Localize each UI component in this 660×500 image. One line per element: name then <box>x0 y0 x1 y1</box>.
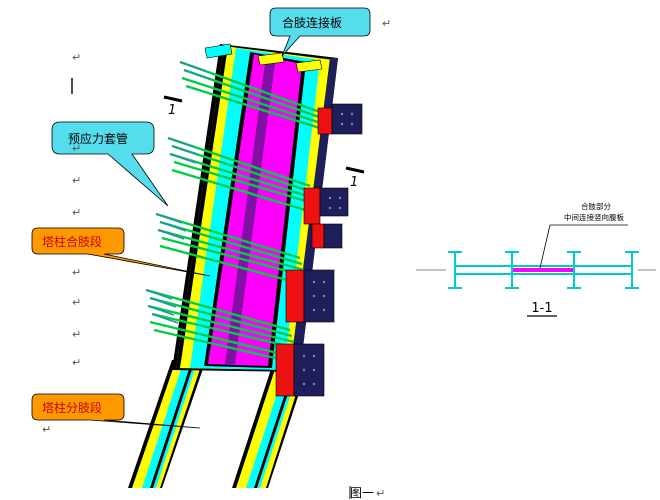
section-1-1-drawing: 合肢部分 中间连接竖向腹板 1-1 <box>416 201 656 317</box>
paragraph-marks: ↵ ↵ ↵ ↵ ↵ ↵ ↵ ↵ ↵ ↵ <box>42 17 391 436</box>
cut-mark-label-right: 1 <box>350 175 358 190</box>
section-cut-mark-right: 1 <box>345 166 365 190</box>
svg-text:↵: ↵ <box>72 174 81 187</box>
svg-text:↵: ↵ <box>72 296 81 309</box>
paragraph-mark: ↵ <box>376 487 385 500</box>
callout-merged-segment-text: 塔柱合肢段 <box>42 234 102 249</box>
callout-connection-plate-text: 合肢连接板 <box>282 15 342 30</box>
anchorage-block-2 <box>303 187 349 249</box>
section-cut-mark-left: 1 <box>163 95 183 118</box>
duct-sleeve-ends <box>145 61 211 324</box>
section-title: 1-1 <box>531 301 552 316</box>
tower-model <box>128 43 363 488</box>
prestress-duct-bundle-3 <box>155 212 307 286</box>
anchorage-block-4 <box>275 343 325 397</box>
section-i-beam-4 <box>625 251 639 289</box>
anchorage-block-1 <box>317 103 363 135</box>
figure-caption: 图一 <box>350 486 374 500</box>
section-i-beam-2 <box>505 251 519 289</box>
svg-text:↵: ↵ <box>72 356 81 369</box>
callout-connection-plate: 合肢连接板 <box>269 7 371 57</box>
anchorage-block-3 <box>285 269 335 323</box>
svg-text:↵: ↵ <box>72 142 81 155</box>
svg-text:↵: ↵ <box>72 206 81 219</box>
callout-prestress-duct: 预应力套管 <box>51 121 169 207</box>
upper-diaphragm-plates <box>204 43 323 73</box>
cut-mark-label-left: 1 <box>168 103 176 118</box>
svg-text:↵: ↵ <box>72 51 81 64</box>
section-i-beam-1 <box>448 251 462 289</box>
tower-left-leg <box>128 360 206 488</box>
callout-merged-segment: 塔柱合肢段 <box>31 227 211 277</box>
section-i-beam-3 <box>567 251 581 289</box>
callout-prestress-duct-text: 预应力套管 <box>68 131 128 146</box>
anchor-dots <box>302 112 354 386</box>
svg-text:↵: ↵ <box>42 423 51 436</box>
section-note-line1: 合肢部分 <box>581 201 611 211</box>
svg-text:↵: ↵ <box>72 328 81 341</box>
prestress-duct-bundle-4 <box>145 288 297 364</box>
svg-text:↵: ↵ <box>382 17 391 30</box>
svg-text:↵: ↵ <box>72 266 81 279</box>
note-leader-line <box>539 224 551 269</box>
callout-split-segment-text: 塔柱分肢段 <box>42 400 102 415</box>
section-note-line2: 中间连接竖向腹板 <box>564 212 624 222</box>
callout-split-segment: 塔柱分肢段 <box>31 393 201 429</box>
